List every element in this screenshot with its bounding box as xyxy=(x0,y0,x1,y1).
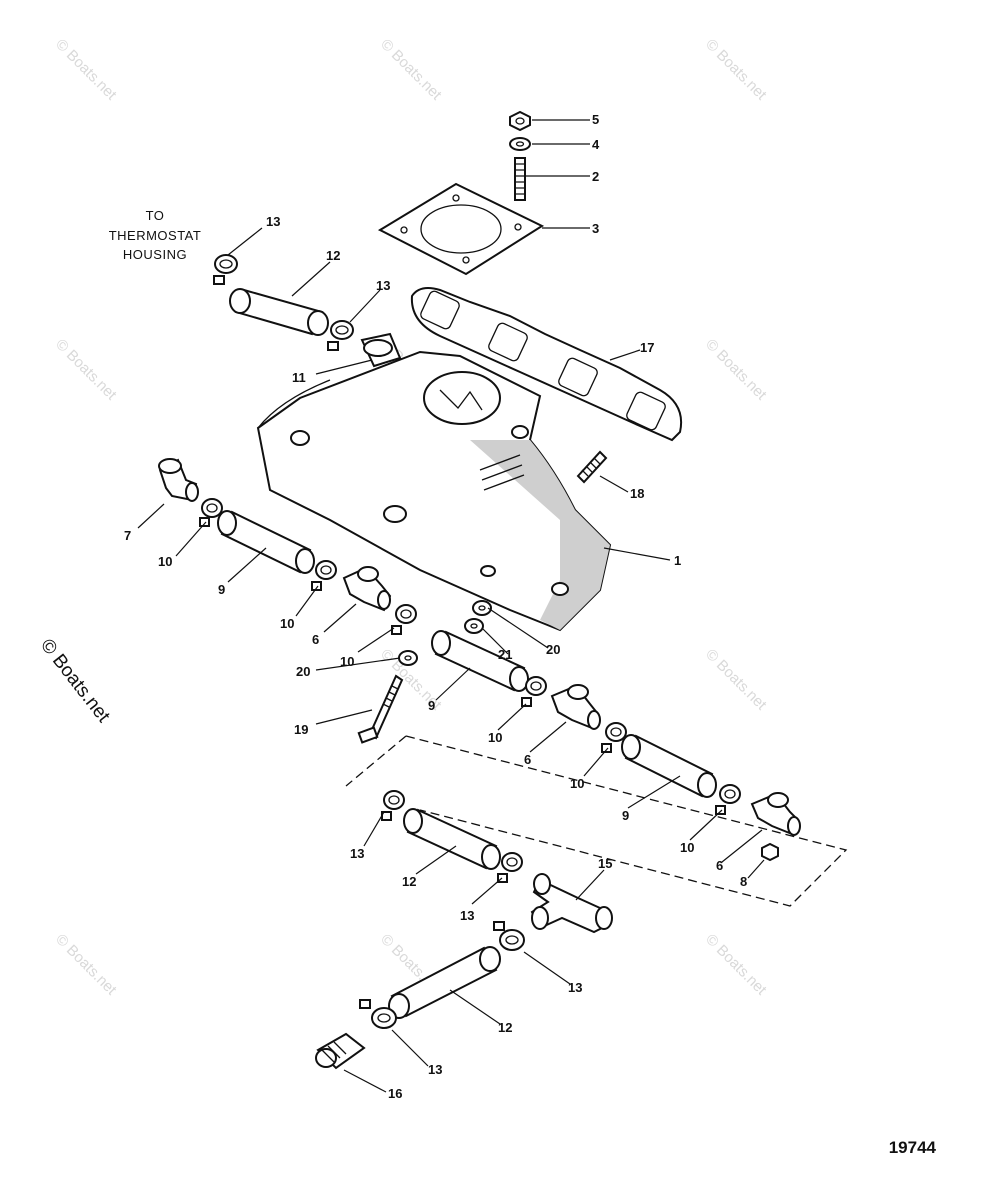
note-line: HOUSING xyxy=(123,247,187,262)
hose-clamp-part xyxy=(493,921,525,951)
hose-part xyxy=(217,510,315,574)
hose-clamp-part xyxy=(311,560,337,591)
hose-clamp-part xyxy=(497,852,523,883)
watermark: © Boats.net xyxy=(52,36,120,104)
callout-9: 9 xyxy=(622,808,629,823)
tee-connector-part xyxy=(530,873,613,934)
callout-11: 11 xyxy=(292,370,306,385)
callout-6: 6 xyxy=(716,858,723,873)
nut-part xyxy=(509,110,531,132)
note-line: THERMOSTAT xyxy=(109,228,202,243)
callout-19: 19 xyxy=(294,722,308,737)
callout-12: 12 xyxy=(498,1020,512,1035)
hose-fitting-part xyxy=(315,1032,366,1070)
callout-13: 13 xyxy=(428,1062,442,1077)
callout-16: 16 xyxy=(388,1086,402,1101)
hose-clamp-part xyxy=(199,498,223,527)
callout-20: 20 xyxy=(546,642,560,657)
callout-15: 15 xyxy=(598,856,612,871)
hose-clamp-part xyxy=(391,604,417,635)
thermostat-note: TO THERMOSTAT HOUSING xyxy=(109,208,202,262)
callout-9: 9 xyxy=(428,698,435,713)
callout-7: 7 xyxy=(124,528,131,543)
tee-fitting-part xyxy=(342,566,392,612)
assembly-outline xyxy=(345,735,848,907)
watermark: © Boats.net xyxy=(377,36,445,104)
callout-labels: 5 4 2 3 13 12 13 17 11 18 1 7 10 9 10 6 … xyxy=(124,112,747,1101)
tee-fitting-part xyxy=(750,792,801,836)
note-line: TO xyxy=(146,208,165,223)
tee-fitting-part xyxy=(550,684,601,730)
leader-lines xyxy=(137,119,765,1093)
watermark: © Boats.net xyxy=(702,931,770,999)
callout-10: 10 xyxy=(158,554,172,569)
callout-10: 10 xyxy=(680,840,694,855)
washer-part xyxy=(398,650,418,666)
callout-21: 21 xyxy=(498,647,512,662)
gasket-square-part xyxy=(377,182,545,276)
callout-1: 1 xyxy=(674,553,681,568)
hose-clamp-part xyxy=(359,999,397,1029)
callout-20: 20 xyxy=(296,664,310,679)
figure-number: 19744 xyxy=(889,1138,937,1157)
callout-6: 6 xyxy=(312,632,319,647)
hose-part xyxy=(431,630,529,692)
watermark: © Boats.net xyxy=(702,36,770,104)
fitting-part xyxy=(360,332,402,368)
hose-clamp-part xyxy=(213,254,238,285)
watermark: © Boats.net xyxy=(702,336,770,404)
callout-10: 10 xyxy=(280,616,294,631)
callout-13: 13 xyxy=(376,278,390,293)
stud-part xyxy=(514,157,526,201)
hose-clamp-part xyxy=(601,722,627,753)
callout-13: 13 xyxy=(460,908,474,923)
cap-part xyxy=(761,842,779,862)
callout-5: 5 xyxy=(592,112,599,127)
callout-18: 18 xyxy=(630,486,644,501)
callout-4: 4 xyxy=(592,137,600,152)
callout-13: 13 xyxy=(568,980,582,995)
callout-13: 13 xyxy=(266,214,280,229)
washer-part xyxy=(509,137,531,151)
exhaust-gasket-part xyxy=(410,287,682,442)
hose-part xyxy=(403,808,501,870)
hose-part xyxy=(229,288,329,336)
callout-9: 9 xyxy=(218,582,225,597)
hose-clamp-part xyxy=(521,676,547,707)
callout-2: 2 xyxy=(592,169,599,184)
hose-clamp-part xyxy=(715,784,741,815)
spring-part xyxy=(576,450,608,484)
watermark: © Boats.net xyxy=(52,931,120,999)
callout-6: 6 xyxy=(524,752,531,767)
callout-12: 12 xyxy=(402,874,416,889)
callout-12: 12 xyxy=(326,248,340,263)
watermark: © Boats.net xyxy=(702,646,770,714)
callout-10: 10 xyxy=(340,654,354,669)
callout-10: 10 xyxy=(570,776,584,791)
callout-8: 8 xyxy=(740,874,747,889)
hose-part xyxy=(621,734,717,798)
washer-part xyxy=(464,618,484,634)
callout-3: 3 xyxy=(592,221,599,236)
elbow-fitting-part xyxy=(158,458,199,502)
bolt-part xyxy=(357,674,404,744)
manifold-body-part xyxy=(256,350,612,632)
watermark-prominent: © Boats.net xyxy=(36,635,114,727)
callout-13: 13 xyxy=(350,846,364,861)
hose-clamp-part xyxy=(381,790,405,821)
watermark: © Boats.net xyxy=(52,336,120,404)
callout-10: 10 xyxy=(488,730,502,745)
callout-17: 17 xyxy=(640,340,654,355)
hose-clamp-part xyxy=(327,320,354,351)
washer-part xyxy=(472,600,492,616)
